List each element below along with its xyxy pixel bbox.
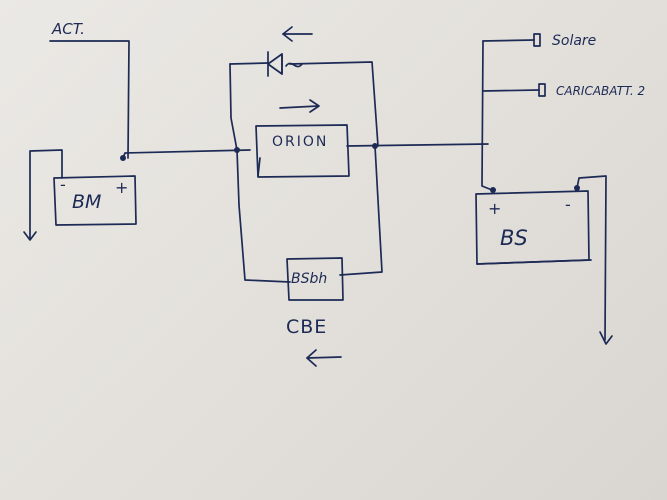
bs-ground-wire (576, 175, 607, 341)
bm-negative-sign: - (60, 175, 66, 194)
bs-lower-extension (476, 259, 592, 265)
act-label: ACT. (51, 20, 85, 38)
solare-label: Solare (552, 33, 596, 49)
right-rail (339, 145, 383, 276)
bm-ground-wire (29, 149, 63, 239)
wire-orion-to-bs (346, 143, 489, 147)
cbe-label: CBE (286, 316, 327, 338)
ground-arrow-right (599, 331, 613, 345)
ground-arrow-left (23, 231, 37, 241)
arrow-left-icon (306, 349, 342, 367)
bm-positive-sign: + (115, 178, 128, 197)
bsbh-label: BSbh (291, 271, 327, 287)
arrow-left-icon (282, 26, 313, 42)
bs-positive-sign: + (488, 199, 501, 218)
solare-wire (482, 39, 535, 42)
bsbh-box (286, 257, 344, 301)
arrow-right-icon (279, 99, 320, 113)
top-branch-wire (229, 61, 379, 147)
bm-battery-box (53, 175, 137, 226)
feeder-rail (481, 40, 493, 191)
caricabatt-plug-icon (538, 83, 546, 97)
left-rail (229, 63, 291, 283)
bs-positive-terminal (490, 187, 496, 193)
caricabatt-label: CARICABATT. 2 (556, 84, 645, 98)
act-label-underline (49, 40, 130, 159)
wire-bm-to-orion (122, 149, 251, 159)
orion-box (255, 124, 350, 178)
caricabatt-wire (482, 89, 540, 92)
bm-label: BM (72, 191, 101, 213)
orion-inner-mark (257, 157, 261, 177)
bs-label: BS (500, 226, 528, 250)
bs-negative-sign: - (565, 195, 571, 214)
solare-plug-icon (533, 33, 541, 47)
orion-label: ORION (272, 134, 328, 150)
diode-icon (267, 51, 303, 77)
